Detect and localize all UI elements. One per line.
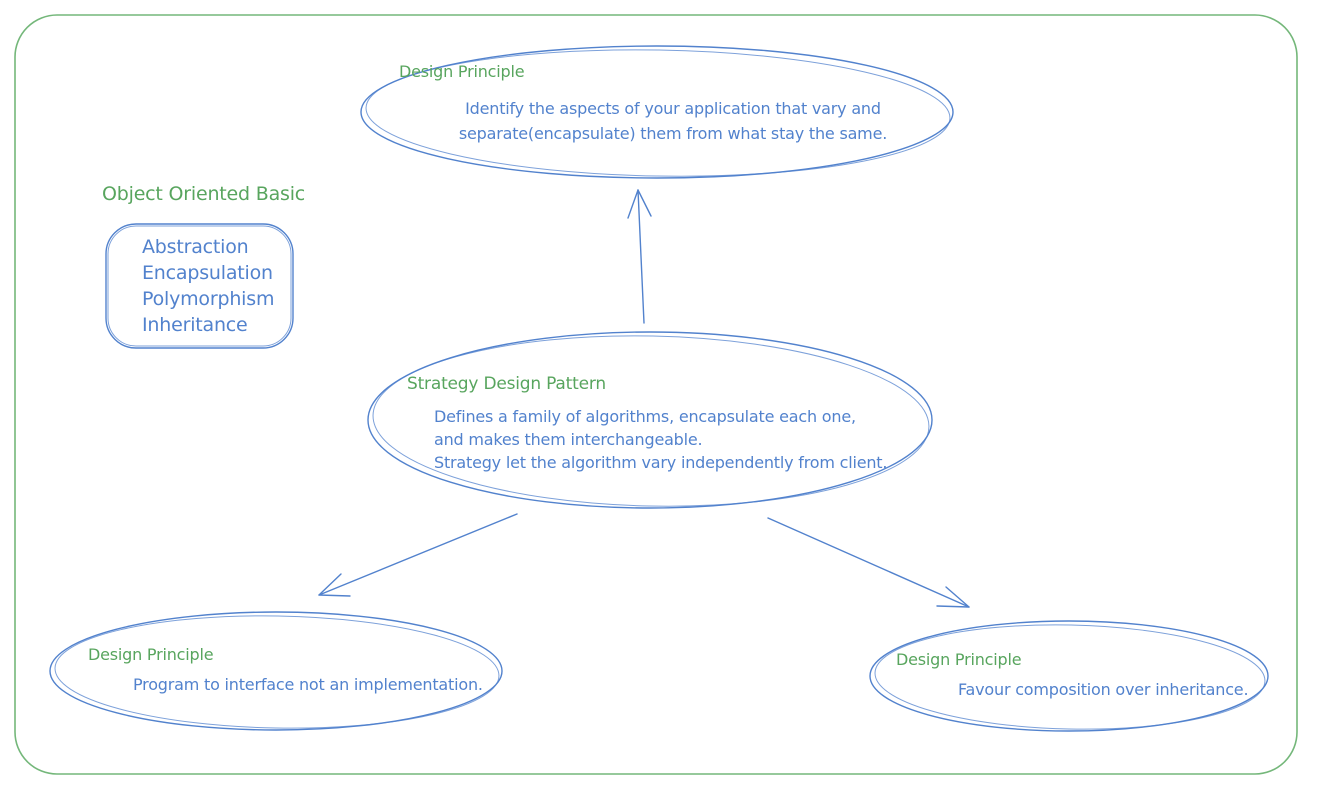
left-principle-text: Program to interface not an implementati… (133, 675, 483, 694)
box-oo-basics (105, 223, 294, 349)
oo-basic-list: Abstraction Encapsulation Polymorphism I… (142, 234, 274, 338)
strategy-line1: Defines a family of algorithms, encapsul… (434, 407, 856, 426)
top-principle-label: Design Principle (399, 62, 525, 81)
ellipse-left-principle (49, 611, 503, 731)
arrow-up (627, 189, 652, 324)
outer-frame (14, 14, 1298, 775)
ellipse-right-principle (869, 620, 1269, 732)
left-principle-label: Design Principle (88, 645, 214, 664)
right-principle-label: Design Principle (896, 650, 1022, 669)
top-principle-line2: separate(encapsulate) them from what sta… (458, 124, 888, 143)
strategy-label: Strategy Design Pattern (407, 374, 606, 394)
strategy-line2: and makes them interchangeable. (434, 430, 703, 449)
oo-basic-item: Inheritance (142, 314, 248, 336)
ellipse-top-principle (360, 45, 954, 179)
right-principle-text: Favour composition over inheritance. (958, 680, 1249, 699)
oo-basic-item: Abstraction (142, 236, 249, 258)
top-principle-text: Identify the aspects of your application… (408, 96, 938, 146)
ellipse-strategy (367, 331, 933, 509)
oo-basic-title: Object Oriented Basic (102, 183, 306, 205)
top-principle-line1: Identify the aspects of your application… (465, 99, 881, 118)
oo-basic-item: Encapsulation (142, 262, 273, 284)
arrow-down-right (767, 517, 970, 608)
strategy-text: Defines a family of algorithms, encapsul… (434, 405, 887, 474)
strategy-line3: Strategy let the algorithm vary independ… (434, 453, 888, 472)
oo-basic-item: Polymorphism (142, 288, 275, 310)
arrow-down-left (318, 513, 518, 597)
